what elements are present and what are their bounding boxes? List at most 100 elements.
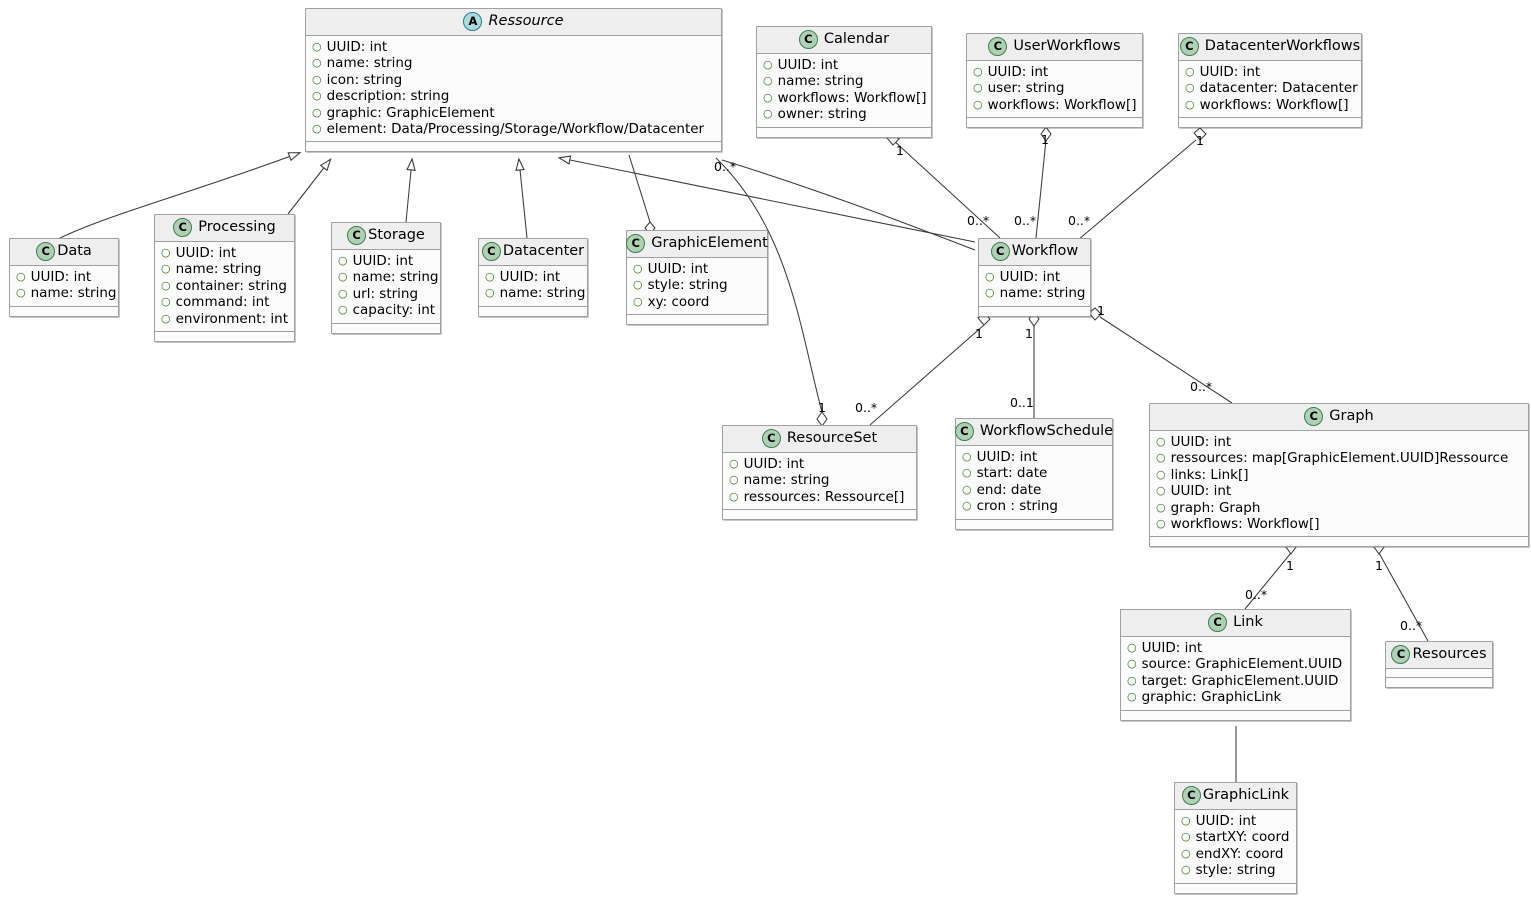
multiplicity-label: 1 [1041,132,1049,147]
attribute-text: name: string [743,472,830,489]
attribute-compartment-ressource: ○UUID: int○name: string○icon: string○des… [306,36,721,143]
attribute-compartment-graph: ○ UUID: int ○ ressources: map[GraphicElemen… [1150,431,1528,538]
class-name-graphiclink: GraphicLink [1202,787,1290,804]
class-icon: C [1304,407,1324,426]
visibility-public-icon: ○ [1181,830,1191,844]
class-icon: C [954,422,974,441]
attribute-row: ○workflows: Workflow[] [1156,516,1522,532]
class-name-link: Link [1233,614,1263,631]
attribute-text: url: string [352,285,419,302]
attribute-text: workflows: Workflow[] [1199,96,1349,113]
visibility-public-icon: ○ [1181,846,1191,860]
class-icon: C [347,226,367,245]
visibility-public-icon: ○ [1156,484,1166,498]
visibility-public-icon: ○ [973,97,983,111]
visibility-public-icon: ○ [338,254,348,267]
attribute-row: ○links: Link[] [1156,467,1522,483]
visibility-public-icon: ○ [312,72,322,86]
attribute-text: UUID: int [30,269,92,285]
method-compartment-graphicelement [627,315,767,325]
visibility-public-icon: ○ [1156,451,1166,465]
attribute-text: user: string [987,80,1065,97]
attribute-row: ○start: date [962,465,1106,481]
attribute-text: icon: string [326,71,403,88]
attribute-text: graphic: GraphicLink [1141,689,1282,706]
method-compartment-workflowschedule [956,519,1112,529]
attribute-text: startXY: coord [1195,829,1290,846]
attribute-text: links: Link[] [1170,466,1249,483]
multiplicity-label: 1 [1025,326,1033,341]
method-compartment-workflow [979,306,1090,316]
visibility-public-icon: ○ [973,81,983,95]
class-icon: C [761,429,781,448]
edge-userworkflows-workflow [1035,139,1047,239]
visibility-public-icon: ○ [633,262,643,275]
visibility-public-icon: ○ [312,56,322,70]
attribute-text: UUID: int [175,245,237,261]
method-compartment-datacenterworkflows [1179,118,1361,128]
class-name-calendar: Calendar [823,31,890,48]
attribute-text: style: string [1195,862,1276,879]
edge-workflow-resourceset [869,324,985,426]
visibility-public-icon: ○ [1127,657,1137,671]
class-name-workflowschedule: WorkflowSchedule [979,423,1114,440]
visibility-public-icon: ○ [763,90,773,104]
multiplicity-label: 1 [896,143,904,158]
visibility-public-icon: ○ [161,246,171,259]
multiplicity-label: 1 [1097,303,1105,318]
multiplicity-label: 0..* [1068,213,1091,228]
attribute-text: target: GraphicElement.UUID [1141,672,1339,689]
attribute-row: ○UUID: int [973,64,1136,80]
attribute-text: start: date [976,465,1048,482]
attribute-text: owner: string [777,106,867,123]
visibility-public-icon: ○ [985,286,995,300]
class-name-resourceset: ResourceSet [786,430,878,447]
visibility-public-icon: ○ [312,40,322,53]
attribute-row: ○name: string [485,285,586,301]
attribute-text: workflows: Workflow[] [987,96,1137,113]
method-compartment-data [10,306,118,316]
visibility-public-icon: ○ [985,270,995,283]
attribute-text: ressources: map[GraphicElement.UUID]Ress… [1170,450,1509,467]
attribute-text: container: string [175,277,287,294]
class-icon: C [1391,645,1411,664]
attribute-row: ○description: string [312,88,715,104]
attribute-text: UUID: int [1170,434,1232,450]
visibility-public-icon: ○ [1127,673,1137,687]
attribute-text: UUID: int [1195,813,1257,829]
attribute-row: ○name: string [16,285,117,301]
attribute-text: element: Data/Processing/Storage/Workflo… [326,121,705,138]
attribute-row: ○ UUID: int [161,245,288,261]
attribute-row: ○UUID: int [962,449,1106,465]
visibility-public-icon: ○ [1181,863,1191,877]
attribute-text: graph: Graph [1170,499,1261,516]
class-icon: C [481,242,501,261]
visibility-public-icon: ○ [16,286,26,300]
attribute-text: name: string [326,55,413,72]
attribute-row: ○name: string [729,472,910,488]
attribute-compartment-data: ○ UUID: int○name: string [10,266,118,307]
attribute-row: ○graphic: GraphicLink [1127,689,1344,705]
abstract-class-icon: A [463,12,483,31]
